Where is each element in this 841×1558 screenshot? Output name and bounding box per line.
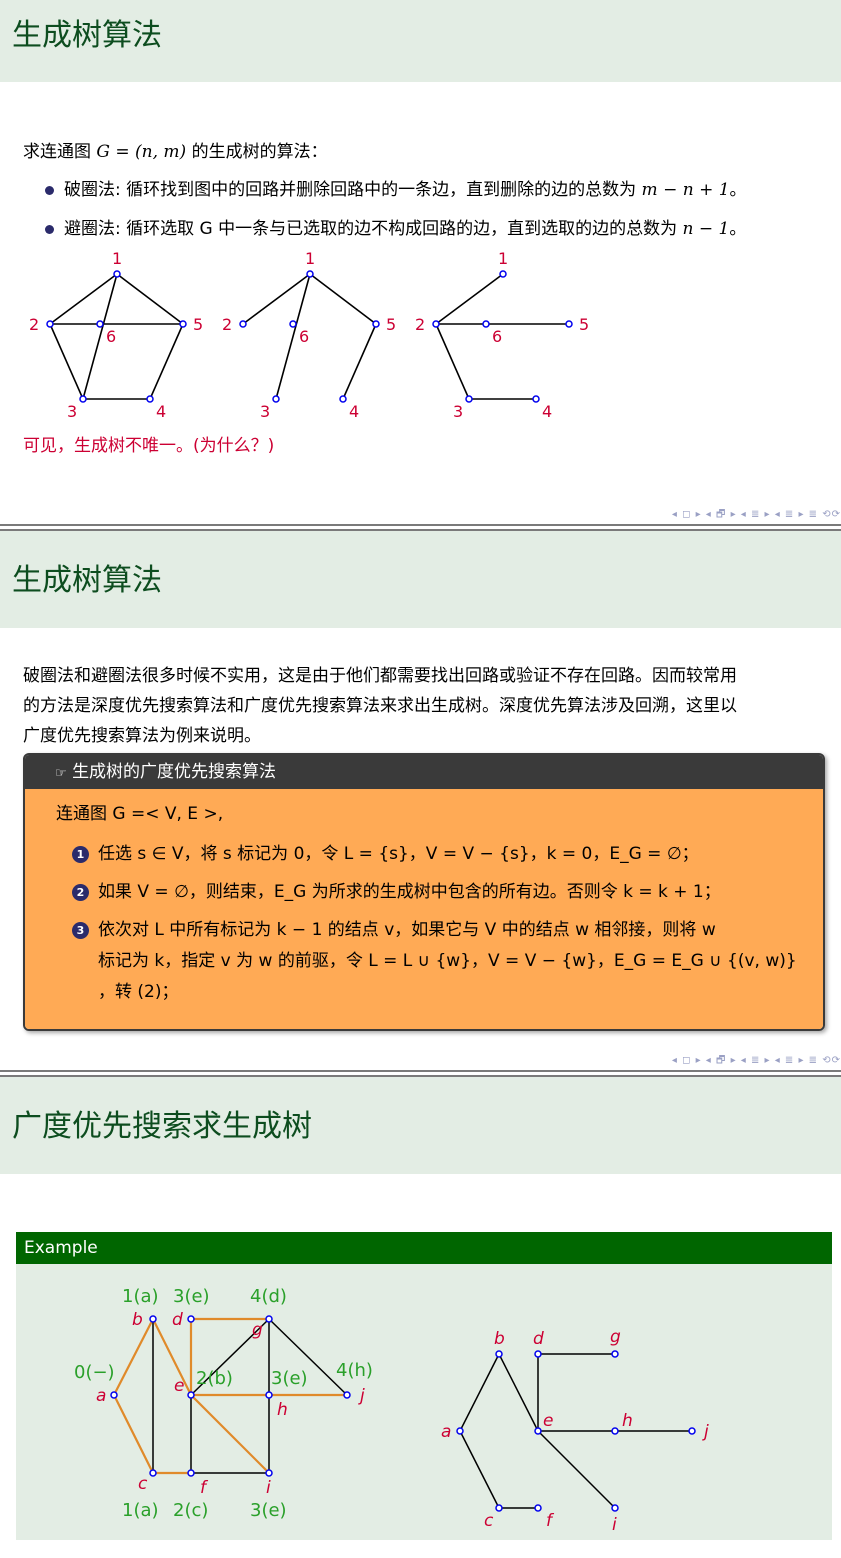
bfs-mark: 3(e) (250, 1500, 287, 1521)
node-label: f (546, 1511, 555, 1531)
node-label: 6 (492, 327, 502, 346)
intro-prefix: 求连通图 (23, 142, 97, 162)
bullet-dot (45, 186, 54, 195)
slide-title: 生成树算法 (12, 18, 162, 53)
bullet-math: n − 1 (682, 219, 730, 239)
node-label: g (610, 1327, 621, 1347)
bullet-dot (45, 225, 54, 234)
node-label: 2 (222, 315, 232, 334)
step-line: 任选 s ∈ V，将 s 标记为 0，令 L = {s}，V = V − {s}… (98, 844, 699, 864)
node-label: e (543, 1411, 553, 1431)
algorithm-block: ☞ 生成树的广度优先搜索算法 连通图 G =< V, E >, 1 任选 s ∈… (23, 753, 825, 1031)
bfs-graphs: a b c d e f g h i j 0(−) 1(a) 3(e) 4(d) … (74, 1286, 709, 1535)
conclusion-text: 可见，生成树不唯一。(为什么？) (23, 436, 275, 456)
step-line: 如果 V = ∅，则结束，E_G 为所求的生成树中包含的所有边。否则令 k = … (98, 882, 721, 902)
node-label: 6 (106, 327, 116, 346)
node-label: 1 (498, 249, 508, 268)
slide-title: 生成树算法 (12, 563, 162, 598)
bfs-mark: 4(d) (250, 1286, 287, 1307)
bullet-text: 破圈法: 循环找到图中的回路并删除回路中的一条边，直到删除的边的总数为 (64, 180, 642, 200)
node-label: 2 (29, 315, 39, 334)
node-label: c (484, 1511, 494, 1531)
slide-title-bar: 生成树算法 (0, 531, 841, 628)
bullet-end: 。 (729, 180, 747, 200)
bfs-mark: 3(e) (173, 1286, 210, 1307)
step-number: 2 (72, 884, 89, 901)
node-label: d (533, 1329, 544, 1349)
node-label: 5 (579, 315, 589, 334)
slide-2: 生成树算法 破圈法和避圈法很多时候不实用，这是由于他们都需要找出回路或验证不存在… (0, 531, 841, 1070)
block-title: 生成树的广度优先搜索算法 (72, 762, 277, 782)
slide-separator (0, 1070, 841, 1077)
step-line: ，转 (2)； (98, 982, 179, 1002)
node-label: 1 (305, 249, 315, 268)
intro-math: G = (n, m) (96, 142, 187, 162)
example-body: a b c d e f g h i j 0(−) 1(a) 3(e) 4(d) … (16, 1264, 832, 1540)
bfs-mark: 2(b) (196, 1368, 233, 1389)
node-label: j (358, 1386, 365, 1406)
node-label: 3 (260, 402, 270, 421)
intro-suffix: 的生成树的算法： (186, 142, 328, 162)
slide-title: 广度优先搜索求生成树 (12, 1109, 312, 1144)
slide-title-bar: 广度优先搜索求生成树 (0, 1077, 841, 1174)
bfs-mark: 3(e) (271, 1368, 308, 1389)
slide-separator (0, 524, 841, 531)
node-label: b (132, 1310, 143, 1330)
node-label: 4 (349, 402, 359, 421)
node-label: b (494, 1329, 505, 1349)
node-label: i (612, 1515, 617, 1535)
bullet-break-circle: 破圈法: 循环找到图中的回路并删除回路中的一条边，直到删除的边的总数为 m − … (64, 178, 834, 202)
spanning-tree-graphs: 1 2 3 4 5 6 1 2 3 4 5 6 1 2 3 4 5 6 (29, 249, 589, 421)
node-label: a (96, 1386, 106, 1406)
intro-line: 求连通图 G = (n, m) 的生成树的算法： (23, 140, 823, 164)
bullet-text: 避圈法: 循环选取 G 中一条与已选取的边不构成回路的边，直到选取的边的总数为 (64, 219, 683, 239)
bullet-end: 。 (729, 219, 747, 239)
node-label: 6 (299, 327, 309, 346)
block-header: ☞ 生成树的广度优先搜索算法 (25, 755, 823, 789)
step-number: 3 (72, 922, 89, 939)
bfs-mark: 1(a) (122, 1500, 159, 1521)
bfs-mark: 0(−) (74, 1362, 115, 1383)
node-label: j (702, 1422, 709, 1442)
bfs-mark: 1(a) (122, 1286, 159, 1307)
node-label: g (252, 1320, 263, 1340)
slide-title-bar: 生成树算法 (0, 0, 841, 82)
paragraph-line: 破圈法和避圈法很多时候不实用，这是由于他们都需要找出回路或验证不存在回路。因而较… (23, 666, 737, 686)
bfs-mark: 4(h) (336, 1360, 373, 1381)
node-label: a (441, 1422, 451, 1442)
hand-icon: ☞ (55, 766, 67, 781)
node-label: e (174, 1376, 184, 1396)
node-label: 5 (193, 315, 203, 334)
node-label: 3 (453, 402, 463, 421)
node-label: f (200, 1478, 209, 1498)
node-label: 4 (542, 402, 552, 421)
node-label: 1 (112, 249, 122, 268)
block-body: 连通图 G =< V, E >, 1 任选 s ∈ V，将 s 标记为 0，令 … (25, 789, 823, 1029)
nav-controls[interactable]: ◂ ◻ ▸ ◂ 🗗 ▸ ◂ ≣ ▸ ◂ ≣ ▸ ≣ ⟲⟳ (671, 1055, 841, 1066)
bullet-avoid-circle: 避圈法: 循环选取 G 中一条与已选取的边不构成回路的边，直到选取的边的总数为 … (64, 217, 834, 241)
paragraph-line: 广度优先搜索算法为例来说明。 (23, 726, 261, 746)
node-label: 2 (415, 315, 425, 334)
step-line: 标记为 k，指定 v 为 w 的前驱，令 L = L ∪ {w}，V = V −… (98, 951, 797, 971)
node-label: 5 (386, 315, 396, 334)
example-header: Example (16, 1232, 832, 1264)
node-label: c (138, 1474, 148, 1494)
node-label: h (622, 1411, 633, 1431)
slide-1: 生成树算法 求连通图 G = (n, m) 的生成树的算法： 破圈法: 循环找到… (0, 0, 841, 524)
node-label: 4 (156, 402, 166, 421)
block-intro: 连通图 G =< V, E >, (56, 804, 224, 824)
paragraph-line: 的方法是深度优先搜索算法和广度优先搜索算法来求出生成树。深度优先算法涉及回溯，这… (23, 696, 737, 716)
step-line: 依次对 L 中所有标记为 k − 1 的结点 v，如果它与 V 中的结点 w 相… (98, 920, 716, 940)
bfs-mark: 2(c) (173, 1500, 208, 1521)
bullet-math: m − n + 1 (641, 180, 730, 200)
node-label: h (277, 1400, 288, 1420)
step-number: 1 (72, 846, 89, 863)
node-label: d (172, 1310, 183, 1330)
node-label: i (266, 1478, 271, 1498)
nav-controls[interactable]: ◂ ◻ ▸ ◂ 🗗 ▸ ◂ ≣ ▸ ◂ ≣ ▸ ≣ ⟲⟳ (671, 509, 841, 520)
node-label: 3 (67, 402, 77, 421)
